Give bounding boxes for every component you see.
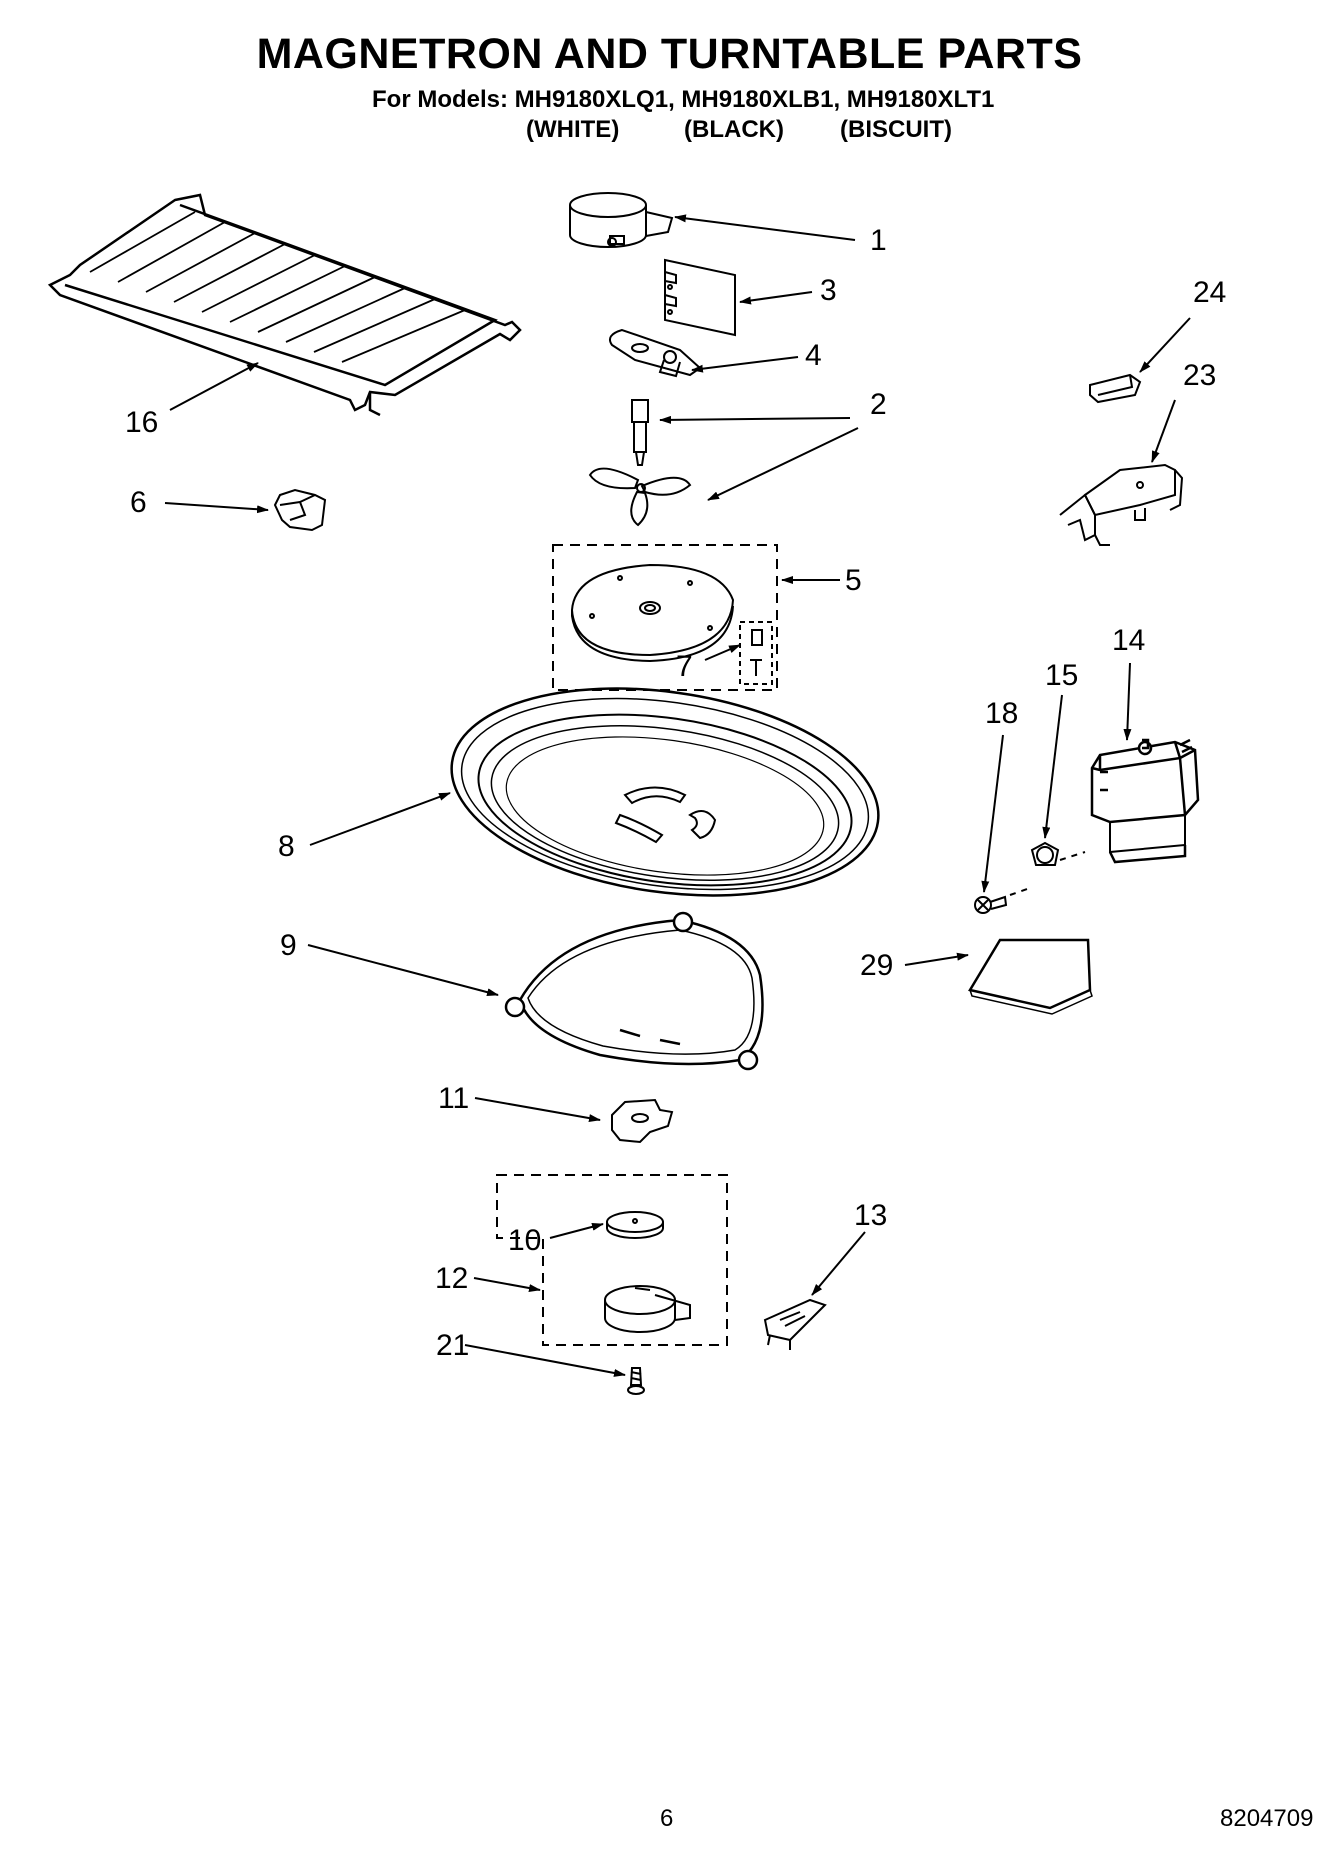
screw-part-21 bbox=[627, 1367, 645, 1395]
callout-14: 14 bbox=[1112, 624, 1145, 657]
callout-2: 2 bbox=[870, 388, 887, 421]
callout-numbers: 1 3 4 2 5 7 8 9 10 11 12 21 13 14 15 18 … bbox=[125, 224, 1226, 1362]
coupler-part-2 bbox=[631, 399, 649, 466]
callout-4: 4 bbox=[805, 339, 822, 372]
page-number: 6 bbox=[660, 1805, 674, 1832]
turntable-tray-part-8 bbox=[450, 687, 880, 897]
screw-part-18 bbox=[974, 887, 1031, 914]
cover-pad-part-29 bbox=[968, 938, 1093, 1015]
bracket-part-24 bbox=[1089, 373, 1142, 404]
bracket-part-4 bbox=[609, 328, 702, 378]
switch-part-13 bbox=[763, 1298, 827, 1350]
clip-part-6 bbox=[273, 488, 327, 532]
callout-24: 24 bbox=[1193, 276, 1226, 309]
group-part-5 bbox=[552, 544, 778, 691]
callout-3: 3 bbox=[820, 274, 837, 307]
leader-lines bbox=[164, 214, 1191, 1377]
callout-15: 15 bbox=[1045, 659, 1078, 692]
plate-part-3 bbox=[664, 258, 736, 337]
fan-blade-part-2 bbox=[588, 467, 692, 527]
roller-ring-part-9 bbox=[504, 911, 764, 1071]
callout-11: 11 bbox=[438, 1082, 469, 1115]
callout-16: 16 bbox=[125, 406, 158, 439]
callout-1: 1 bbox=[870, 224, 887, 257]
callout-5: 5 bbox=[845, 564, 862, 597]
models-line: For Models: MH9180XLQ1, MH9180XLB1, MH91… bbox=[372, 86, 995, 113]
callout-7: 7 bbox=[676, 650, 693, 683]
callout-13: 13 bbox=[854, 1199, 887, 1232]
group-part-12 bbox=[496, 1174, 728, 1346]
callout-21: 21 bbox=[436, 1329, 469, 1362]
color-biscuit: (BISCUIT) bbox=[840, 116, 952, 143]
protector-part-15 bbox=[1030, 841, 1086, 866]
callout-10: 10 bbox=[508, 1224, 541, 1257]
motor-part-1 bbox=[569, 192, 674, 248]
color-white: (WHITE) bbox=[526, 116, 620, 143]
color-black: (BLACK) bbox=[684, 116, 784, 143]
oven-rack-part-16 bbox=[47, 193, 522, 417]
page-title: MAGNETRON AND TURNTABLE PARTS bbox=[256, 30, 1083, 78]
callout-29: 29 bbox=[860, 949, 893, 982]
bracket-part-23 bbox=[1059, 463, 1184, 546]
callout-8: 8 bbox=[278, 830, 295, 863]
coupler-part-11 bbox=[611, 1098, 674, 1144]
callout-12: 12 bbox=[435, 1262, 468, 1295]
callout-18: 18 bbox=[985, 697, 1018, 730]
callout-6: 6 bbox=[130, 486, 147, 519]
document-number: 8204709 bbox=[1220, 1805, 1314, 1832]
magnetron-part-14 bbox=[1090, 738, 1200, 864]
callout-23: 23 bbox=[1183, 359, 1216, 392]
callout-9: 9 bbox=[280, 929, 297, 962]
